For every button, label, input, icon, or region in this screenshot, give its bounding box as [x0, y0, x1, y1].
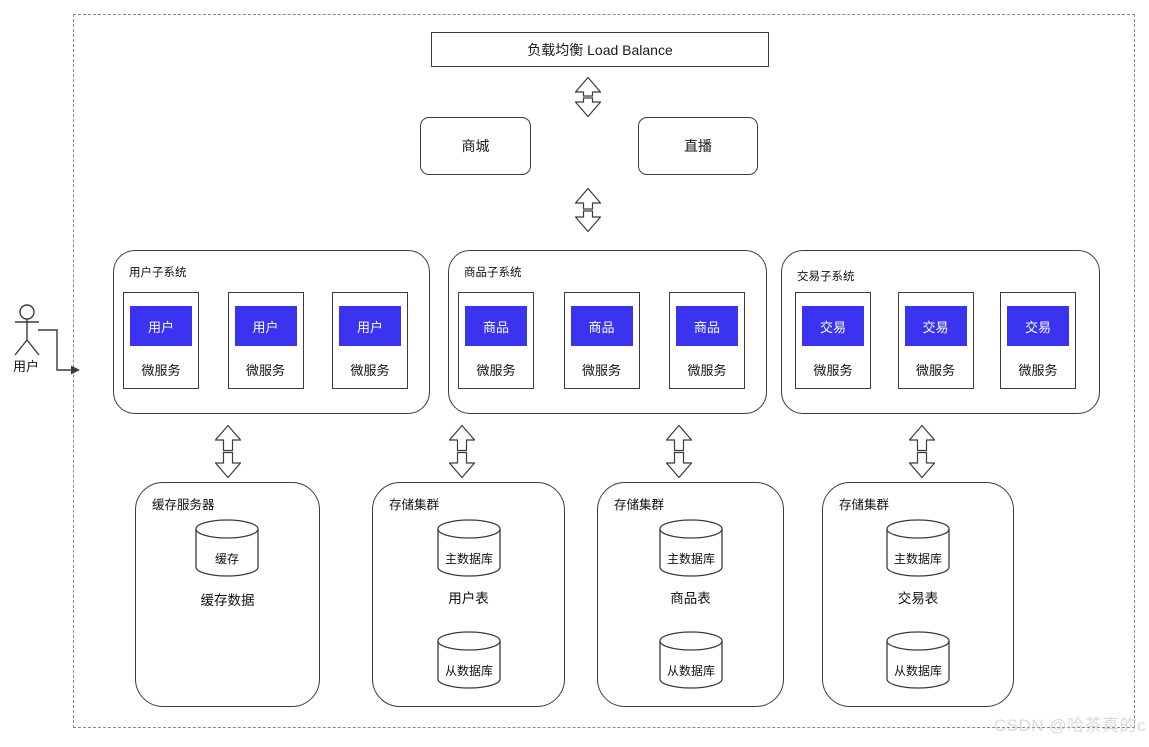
subsystem-title: 商品子系统 — [464, 267, 522, 279]
actor-label: 用户 — [13, 359, 40, 374]
service-badge: 用户 — [234, 306, 297, 346]
service-role-label: 微服务 — [350, 363, 390, 378]
service-badge: 用户 — [130, 306, 192, 346]
microservice-node: 商品 微服务 — [669, 292, 745, 389]
cylinder-label: 主数据库 — [666, 552, 715, 566]
database-cylinder: 主数据库 — [437, 519, 501, 577]
microservice-node: 交易 微服务 — [897, 292, 974, 389]
subsystem-product: 商品子系统 商品 微服务 商品 微服务 商品 微服务 — [448, 250, 767, 414]
service-badge: 用户 — [339, 306, 401, 346]
cylinder-label: 缓存 — [214, 552, 239, 566]
service-role-label: 微服务 — [1018, 363, 1058, 378]
database-cylinder-icon — [659, 519, 723, 577]
double-arrow-icon — [666, 425, 692, 478]
database-cylinder: 主数据库 — [886, 519, 950, 577]
service-role-label: 微服务 — [476, 363, 516, 378]
service-badge: 商品 — [570, 306, 633, 346]
storage-title: 存储集群 — [389, 498, 440, 512]
cylinder-label: 从数据库 — [444, 664, 493, 678]
database-cylinder-icon — [886, 631, 950, 689]
actor-arrow-icon — [38, 329, 80, 375]
service-role-label: 微服务 — [687, 363, 727, 378]
service-badge: 商品 — [465, 306, 527, 346]
microservice-row: 用户 微服务 用户 微服务 用户 微服务 — [123, 292, 408, 389]
subsystem-user: 用户子系统 用户 微服务 用户 微服务 用户 微服务 — [113, 250, 430, 414]
database-cylinder: 从数据库 — [659, 631, 723, 689]
microservice-node: 商品 微服务 — [563, 292, 640, 389]
service-badge: 交易 — [1007, 306, 1069, 346]
entry-node-mall: 商城 — [420, 117, 531, 175]
microservice-row: 商品 微服务 商品 微服务 商品 微服务 — [458, 292, 745, 389]
load-balancer-label: 负载均衡 Load Balance — [527, 41, 673, 58]
microservice-row: 交易 微服务 交易 微服务 交易 微服务 — [795, 292, 1076, 389]
double-arrow-icon — [215, 425, 241, 478]
database-cylinder: 从数据库 — [437, 631, 501, 689]
database-cylinder: 主数据库 — [659, 519, 723, 577]
cylinder-label: 主数据库 — [893, 552, 942, 566]
service-badge: 交易 — [904, 306, 967, 346]
service-role-label: 微服务 — [581, 363, 621, 378]
service-badge: 交易 — [802, 306, 864, 346]
storage-table-label: 用户表 — [448, 591, 489, 606]
database-cylinder-icon — [659, 631, 723, 689]
storage-table-label: 交易表 — [897, 591, 939, 606]
cylinder-label: 从数据库 — [666, 664, 715, 678]
storage-title: 存储集群 — [614, 498, 665, 512]
microservice-node: 交易 微服务 — [795, 292, 871, 389]
user-actor-icon — [14, 304, 40, 356]
microservice-node: 交易 微服务 — [1000, 292, 1076, 389]
microservice-node: 用户 微服务 — [332, 292, 408, 389]
storage-cluster-trade: 存储集群 主数据库 交易表 从数据库 — [822, 482, 1014, 707]
database-cylinder-icon — [437, 519, 501, 577]
entry-live-label: 直播 — [684, 138, 712, 154]
microservice-node: 用户 微服务 — [123, 292, 199, 389]
double-arrow-icon — [909, 425, 935, 478]
storage-table-label: 商品表 — [670, 591, 711, 606]
database-cylinder: 缓存 — [195, 519, 259, 577]
storage-cluster-user: 存储集群 主数据库 用户表 从数据库 — [372, 482, 565, 707]
service-role-label: 微服务 — [141, 363, 181, 378]
subsystem-title: 用户子系统 — [129, 267, 187, 279]
service-role-label: 微服务 — [245, 363, 285, 378]
service-badge: 商品 — [676, 306, 738, 346]
storage-title: 缓存服务器 — [152, 498, 215, 512]
entry-node-live: 直播 — [638, 117, 758, 175]
storage-cluster-product: 存储集群 主数据库 商品表 从数据库 — [597, 482, 784, 707]
subsystem-trade: 交易子系统 交易 微服务 交易 微服务 交易 微服务 — [781, 250, 1100, 414]
cylinder-label: 从数据库 — [893, 664, 942, 678]
double-arrow-icon — [575, 188, 601, 232]
database-cylinder-icon — [886, 519, 950, 577]
database-cylinder-icon — [195, 519, 259, 577]
database-cylinder-icon — [437, 631, 501, 689]
watermark: CSDN @哈茶真的c — [993, 716, 1146, 735]
load-balancer-node: 负载均衡 Load Balance — [431, 32, 769, 67]
storage-title: 存储集群 — [839, 498, 890, 512]
service-role-label: 微服务 — [915, 363, 955, 378]
service-role-label: 微服务 — [813, 363, 853, 378]
microservice-node: 商品 微服务 — [458, 292, 534, 389]
database-cylinder: 从数据库 — [886, 631, 950, 689]
double-arrow-icon — [575, 77, 601, 117]
entry-mall-label: 商城 — [461, 138, 490, 154]
cylinder-label: 主数据库 — [444, 552, 493, 566]
storage-data-label: 缓存数据 — [200, 593, 255, 608]
double-arrow-icon — [449, 425, 475, 478]
microservice-node: 用户 微服务 — [227, 292, 304, 389]
subsystem-title: 交易子系统 — [797, 271, 855, 283]
storage-cache-server: 缓存服务器 缓存 缓存数据 — [135, 482, 320, 707]
